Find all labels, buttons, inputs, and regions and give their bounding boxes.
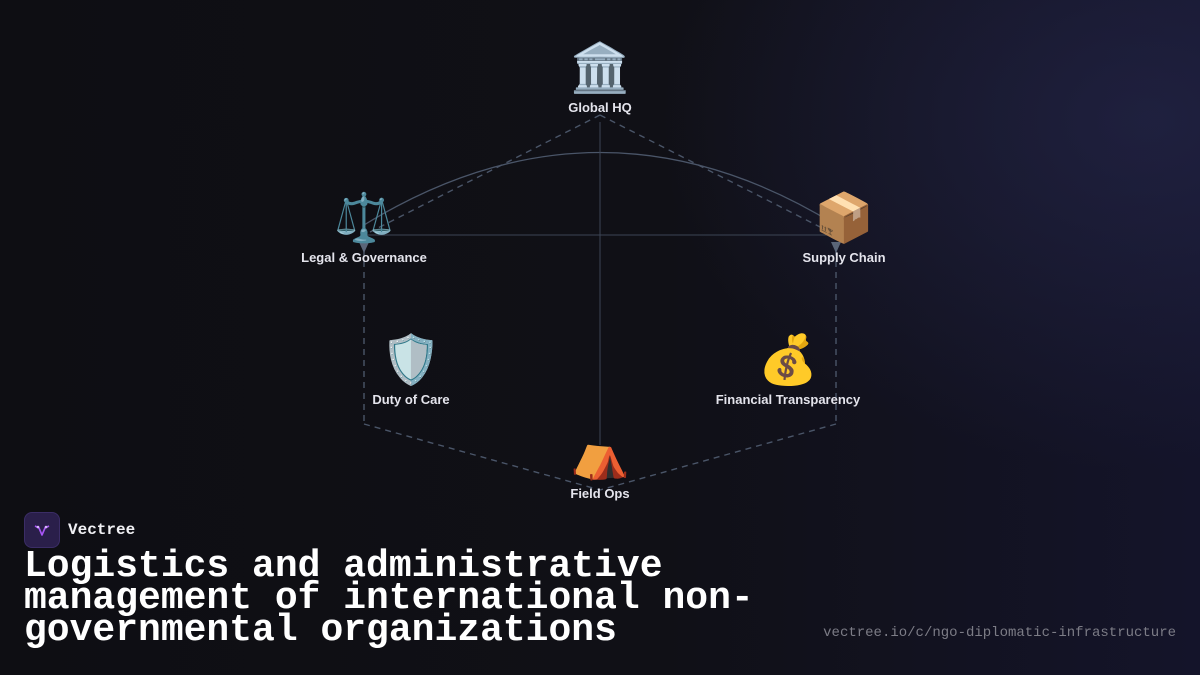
page-title: Logistics and administrative management … — [24, 545, 754, 652]
node-duty-of-care[interactable]: 🛡️ Duty of Care — [291, 332, 531, 407]
node-label: Field Ops — [570, 486, 630, 501]
arrowhead-supply — [831, 242, 841, 253]
classical-building-icon: 🏛️ — [570, 40, 630, 96]
node-label: Legal & Governance — [301, 250, 427, 265]
brand[interactable]: Vectree — [24, 512, 135, 548]
arrowhead-legal — [359, 242, 369, 253]
node-label: Duty of Care — [372, 392, 450, 407]
edge-finance-fieldops — [599, 423, 837, 491]
balance-scale-icon: ⚖️ — [334, 190, 394, 246]
brand-name: Vectree — [68, 521, 136, 539]
node-label: Global HQ — [568, 100, 632, 115]
page-url[interactable]: vectree.io/c/ngo-diplomatic-infrastructu… — [823, 625, 1176, 641]
node-label: Supply Chain — [802, 250, 886, 265]
node-label: Financial Transparency — [715, 392, 861, 407]
shield-icon: 🛡️ — [381, 332, 441, 388]
node-global-hq[interactable]: 🏛️ Global HQ — [480, 40, 720, 115]
edge-duty-fieldops — [363, 423, 601, 491]
money-bag-icon: 💰 — [758, 332, 818, 388]
tent-icon: ⛺ — [570, 426, 630, 482]
package-icon: 📦 — [814, 190, 874, 246]
node-field-ops[interactable]: ⛺ Field Ops — [480, 426, 720, 501]
node-supply-chain[interactable]: 📦 Supply Chain — [724, 190, 964, 265]
vectree-logo-icon — [24, 512, 60, 548]
node-legal-governance[interactable]: ⚖️ Legal & Governance — [244, 190, 484, 265]
node-financial-transparency[interactable]: 💰 Financial Transparency — [668, 332, 908, 407]
